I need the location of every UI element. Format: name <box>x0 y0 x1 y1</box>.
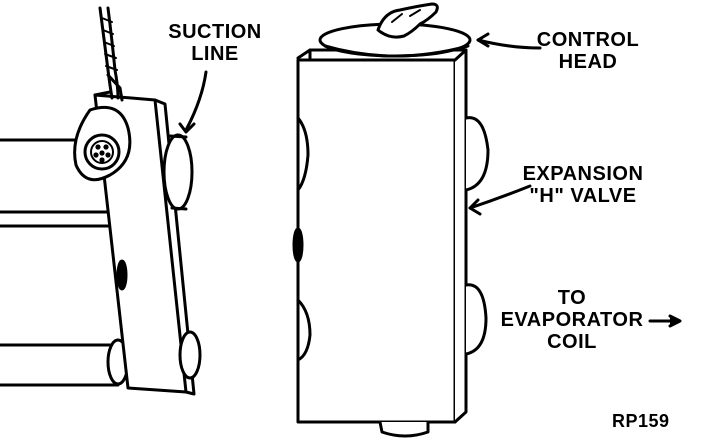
to-evaporator-label-line1: TO <box>557 287 587 309</box>
expansion-valve-leader <box>468 184 532 210</box>
suction-line-leader <box>184 70 208 132</box>
to-evaporator-arrowhead <box>668 314 682 328</box>
to-evaporator-label-line2: EVAPORATOR <box>500 309 644 331</box>
control-head-arrowhead <box>476 32 490 48</box>
to-evaporator-label-line3: COIL <box>547 331 597 353</box>
capillary-clamp <box>73 6 132 182</box>
control-head-leader <box>476 38 542 50</box>
control-head-label-line1: CONTROL <box>536 29 640 51</box>
to-evaporator-label: TO EVAPORATOR COIL <box>496 287 648 353</box>
suction-line-label-line1: SUCTION <box>168 21 262 43</box>
control-head-label-line2: HEAD <box>558 51 618 73</box>
suction-line-label: SUCTION LINE <box>160 21 270 65</box>
figure-code: RP159 <box>612 411 670 431</box>
expansion-valve-label: EXPANSION "H" VALVE <box>520 163 646 207</box>
expansion-valve-arrowhead <box>468 198 482 216</box>
control-head-label: CONTROL HEAD <box>530 29 646 73</box>
suction-line-arrowhead <box>178 122 196 134</box>
control-head <box>318 2 472 58</box>
expansion-valve-label-line2: "H" VALVE <box>529 185 637 207</box>
h-valve-block <box>292 48 490 438</box>
suction-line-label-line2: LINE <box>191 43 239 65</box>
expansion-valve-label-line1: EXPANSION <box>522 163 644 185</box>
